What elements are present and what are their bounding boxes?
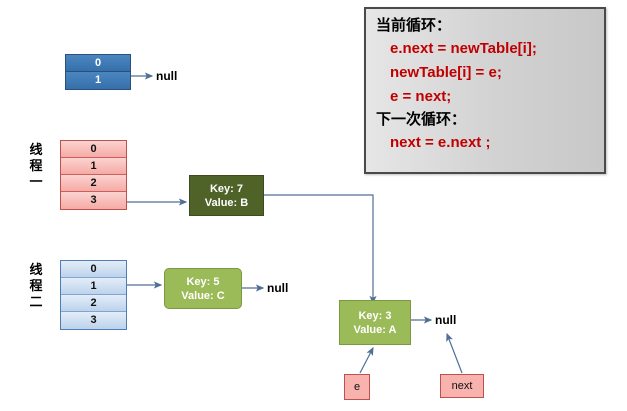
new-table[interactable]: 0 1 xyxy=(65,54,131,90)
thread-two-label-char-2: 程 xyxy=(29,278,43,293)
thread-two-label-char-1: 线 xyxy=(29,262,43,277)
current-loop-header: 当前循环： xyxy=(376,17,452,34)
current-loop-line-1: e.next = newTable[i]; xyxy=(390,40,537,57)
node-key3-value: Value: A xyxy=(353,323,397,336)
next-loop-header: 下一次循环： xyxy=(376,111,467,128)
node-key5[interactable]: Key: 5 Value: C xyxy=(164,268,242,309)
current-loop-line-3: e = next; xyxy=(390,88,452,105)
new-table-row-0[interactable]: 0 xyxy=(66,55,130,72)
current-loop-line-2: newTable[i] = e; xyxy=(390,64,502,81)
thread-one-row-2[interactable]: 2 xyxy=(61,175,126,192)
null-label-key5: null xyxy=(267,281,289,295)
thread-two-row-3[interactable]: 3 xyxy=(61,312,126,329)
thread-two-row-1[interactable]: 1 xyxy=(61,278,126,295)
node-key7[interactable]: Key: 7 Value: B xyxy=(189,175,264,216)
thread-one-row-0[interactable]: 0 xyxy=(61,141,126,158)
thread-two-label-char-3: 二 xyxy=(29,294,43,309)
node-key7-key: Key: 7 xyxy=(209,182,244,195)
thread-two-row-0[interactable]: 0 xyxy=(61,261,126,278)
thread-one-row-3[interactable]: 3 xyxy=(61,192,126,209)
thread-one-label-char-1: 线 xyxy=(29,142,43,157)
pointer-e-label: e xyxy=(353,381,361,393)
node-key5-value: Value: C xyxy=(181,289,225,302)
next-loop-line-1: next = e.next ; xyxy=(390,134,491,151)
thread-one-label-char-3: 一 xyxy=(29,174,43,189)
thread-two-row-2[interactable]: 2 xyxy=(61,295,126,312)
pointer-e-box[interactable]: e xyxy=(344,374,370,400)
pointer-next-label: next xyxy=(451,380,473,392)
wire-next-to-null xyxy=(446,332,463,374)
thread-two-label: 线 程 二 xyxy=(26,262,46,310)
node-key7-value: Value: B xyxy=(204,196,249,209)
thread-two-table[interactable]: 0 1 2 3 xyxy=(60,260,127,330)
null-label-newtable: null xyxy=(156,69,178,83)
wire-e-to-key3 xyxy=(359,346,374,374)
thread-one-row-1[interactable]: 1 xyxy=(61,158,126,175)
new-table-row-1[interactable]: 1 xyxy=(66,72,130,89)
thread-one-table[interactable]: 0 1 2 3 xyxy=(60,140,127,210)
thread-one-label-char-2: 程 xyxy=(29,158,43,173)
code-note-box: 当前循环： e.next = newTable[i]; newTable[i] … xyxy=(364,7,606,174)
node-key3[interactable]: Key: 3 Value: A xyxy=(339,300,411,345)
node-key5-key: Key: 5 xyxy=(186,275,220,288)
node-key3-key: Key: 3 xyxy=(358,309,392,322)
pointer-next-box[interactable]: next xyxy=(440,374,484,398)
thread-one-label: 线 程 一 xyxy=(26,142,46,190)
null-label-key3: null xyxy=(435,313,457,327)
